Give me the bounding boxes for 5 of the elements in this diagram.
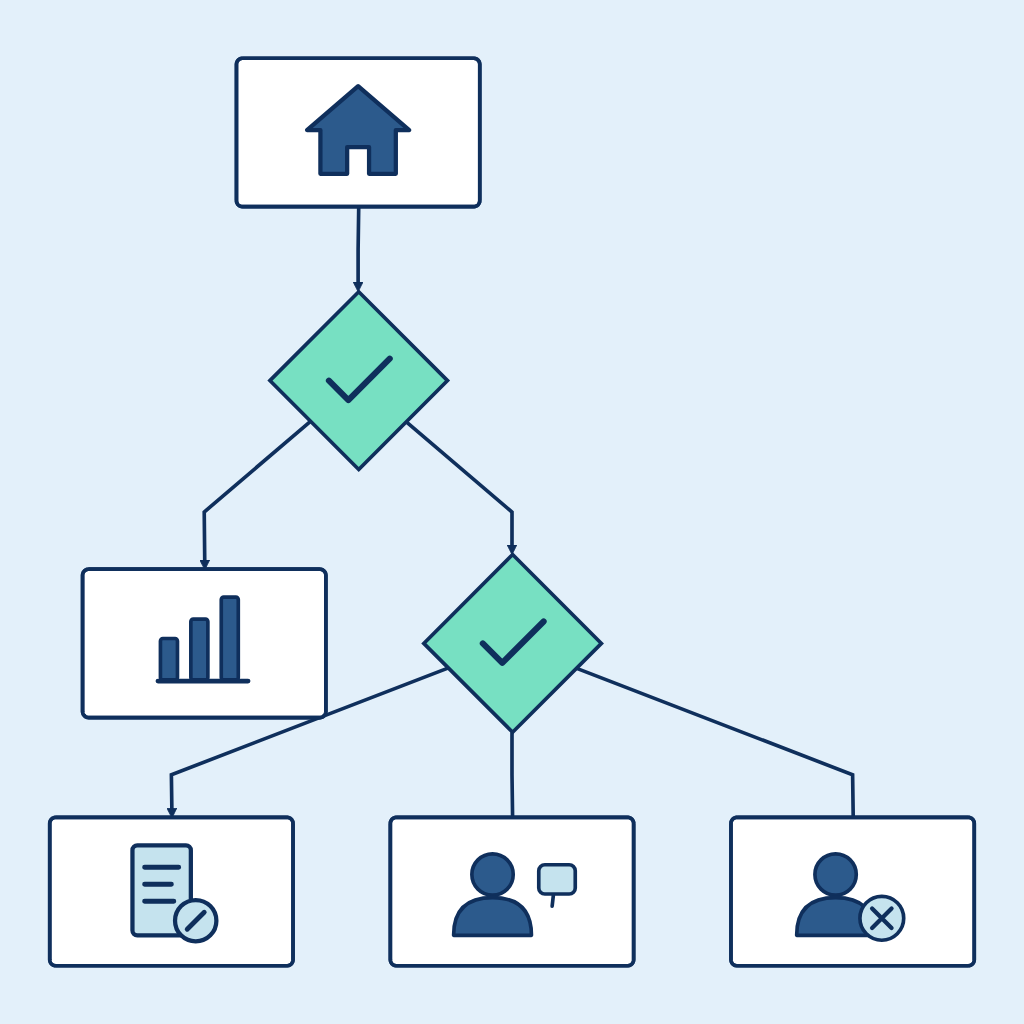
connector-line	[510, 732, 515, 818]
decision-diamond	[267, 289, 451, 472]
arrow	[404, 420, 518, 556]
arrow	[352, 207, 364, 293]
decision-diamond	[421, 552, 604, 735]
